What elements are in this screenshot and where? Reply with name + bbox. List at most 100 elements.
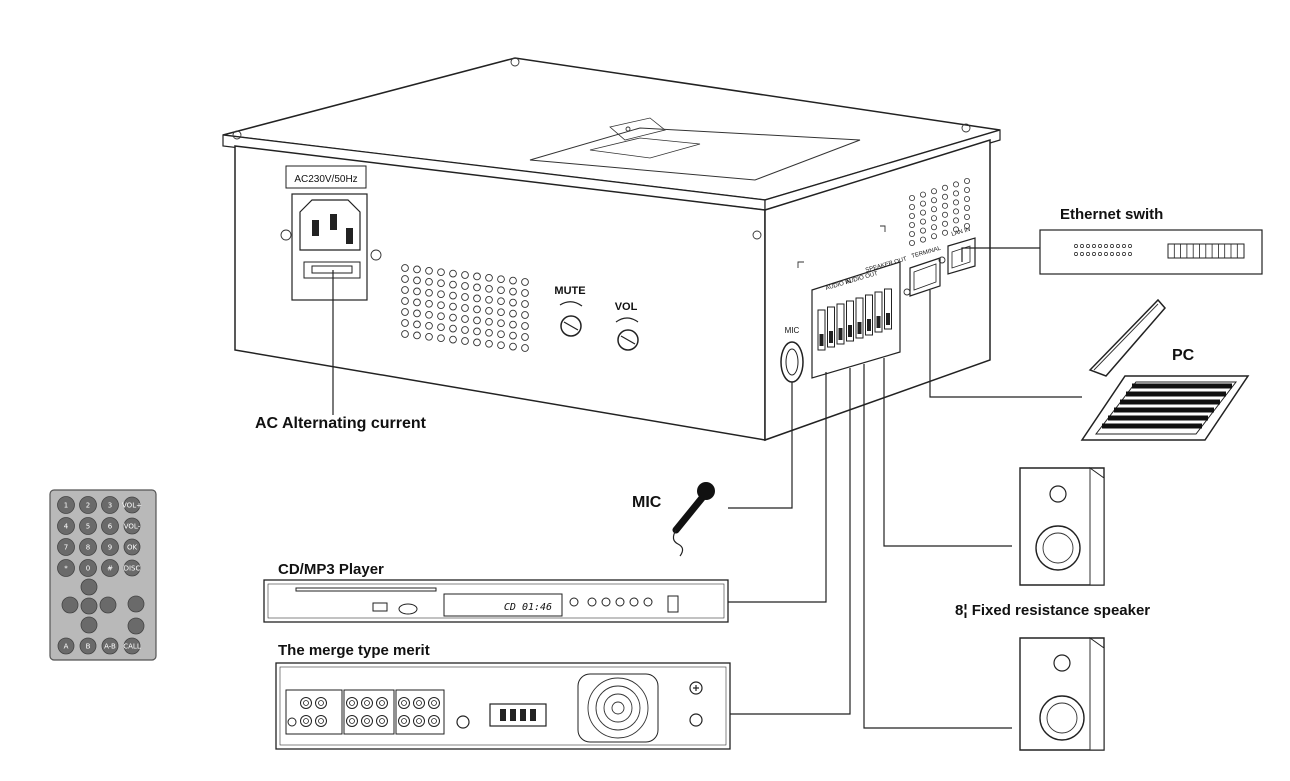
vent-hole [497,297,505,306]
led-dot [1116,244,1120,248]
remote-button [57,517,75,535]
terminal-screw [829,331,833,343]
cd-display-text: CD 01:46 [504,602,552,613]
vent-hole [401,275,409,283]
vent-hole [413,331,421,340]
vent-hole [437,334,445,343]
vent-hole [425,299,433,308]
remote-button-label: A-B [104,643,116,651]
vent-hole [942,184,949,191]
vent-hole [473,327,481,336]
remote-button [123,517,141,535]
vent-hole [401,297,409,305]
remote-button-label: A [64,643,69,651]
vent-hole [509,276,517,285]
terminal-db9-port[interactable] [909,257,941,297]
remote-button-label: 6 [108,523,113,531]
vent-hole [473,294,481,303]
terminal-slot[interactable] [827,306,835,348]
vent-hole [509,298,517,307]
vent-hole [473,272,481,281]
vent-hole [401,319,409,327]
vent-hole [473,305,481,314]
led-dot [1092,252,1096,256]
vent-hole [964,213,971,220]
vent-hole [473,283,481,292]
terminal-slot[interactable] [884,288,892,330]
terminal-block[interactable] [817,288,892,351]
vent-hole [909,239,916,246]
remote-button [101,637,119,655]
remote-button [79,538,97,556]
terminal-slot[interactable] [874,291,883,333]
vent-hole [521,322,529,330]
vent-hole [920,191,927,198]
terminal-pin [500,709,506,721]
remote-button-label: 9 [108,544,112,552]
vent-grille [401,264,529,352]
vent-hole [931,224,938,231]
remote-button [57,496,75,514]
vent-hole [521,333,529,341]
vent-hole [485,306,493,315]
remote-nav-button [80,578,98,596]
terminal-slot[interactable] [865,294,873,336]
screw-icon [370,249,382,261]
vent-hole [461,271,469,279]
led-dot [1104,252,1108,256]
vent-hole [449,302,457,311]
terminal-screw [819,334,824,346]
vent-hole [964,195,971,202]
vent-hole [964,204,971,211]
cd-button [601,597,611,607]
cd-display [443,593,563,617]
speaker-cone-icon [1039,695,1085,741]
vent-hole [942,202,949,209]
vent-hole [425,266,433,275]
led-dot [1092,244,1096,248]
vent-hole [485,273,493,282]
cd-button [643,597,653,607]
cd-button [587,597,597,607]
terminal-screw [867,319,871,331]
remote-button-label: # [107,565,113,573]
vent-hole [413,320,421,329]
led-dot [1122,252,1126,256]
led-dot [1086,244,1090,248]
pc-laptop-icon [1080,298,1250,441]
rca-jack [346,715,358,727]
speaker-cone-icon [1035,525,1081,571]
led-dot [1128,252,1132,256]
mic-label: MIC [632,494,662,511]
terminal-slot[interactable] [855,297,864,339]
vent-hole [909,212,916,219]
vent-hole [931,233,938,240]
terminal-slot[interactable] [836,303,845,345]
terminal-slot[interactable] [817,309,826,351]
vent-hole [521,300,529,308]
usb-port [372,602,388,612]
terminal-slot[interactable] [846,300,854,342]
vent-hole [509,320,517,329]
vent-hole [953,208,960,215]
remote-button [123,538,141,556]
vent-hole [437,290,445,299]
vent-hole [401,264,409,272]
led-dot [1074,252,1078,256]
vent-hole [413,309,421,318]
vent-hole [931,215,938,222]
vent-hole [497,308,505,317]
speaker-2 [1019,637,1105,751]
vent-hole [509,287,517,296]
remote-button-label: DISC [124,565,141,573]
cd-button [569,597,579,607]
vol-label: VOL [615,301,638,313]
mic-jack[interactable] [780,341,804,383]
power-socket[interactable] [291,193,368,301]
vent-hole [920,218,927,225]
vent-hole [473,338,481,347]
led-dot [1074,244,1078,248]
vent-hole [485,328,493,337]
